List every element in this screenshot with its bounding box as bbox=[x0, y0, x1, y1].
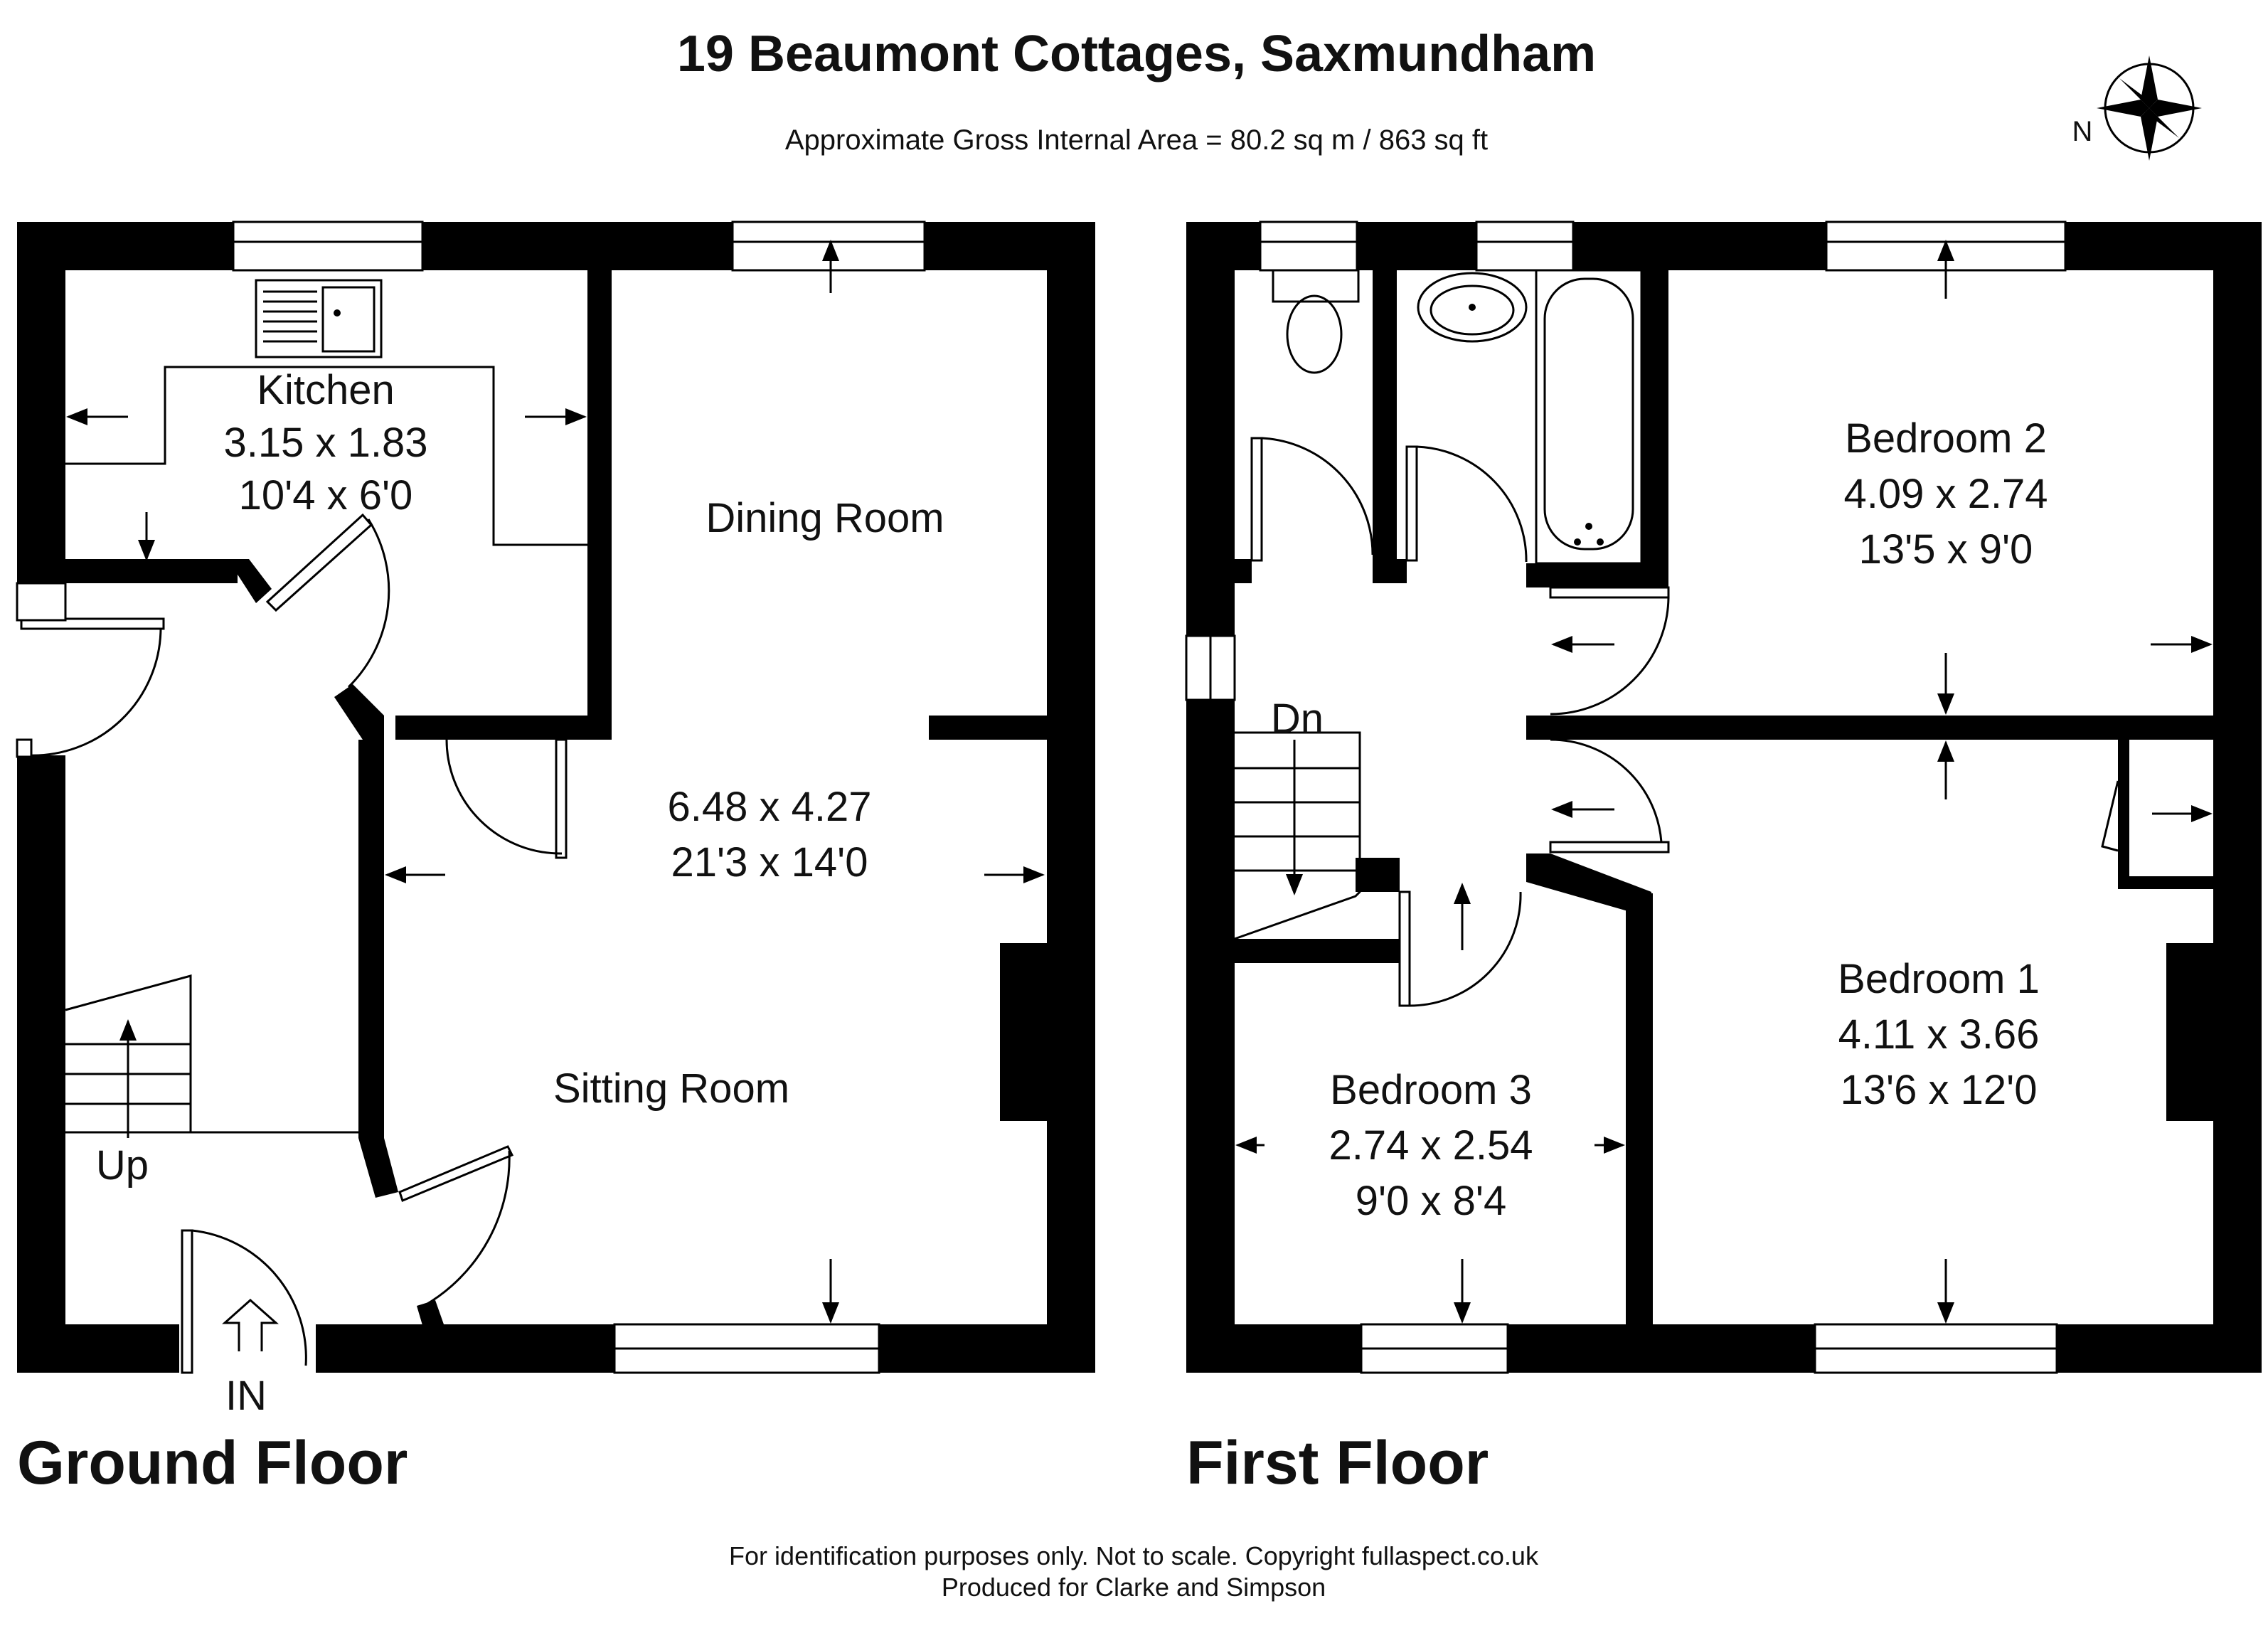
first-floor-plan bbox=[1185, 220, 2262, 1374]
bedroom1-imperial: 13'6 x 12'0 bbox=[1841, 1067, 2038, 1113]
kitchen-metric: 3.15 x 1.83 bbox=[224, 420, 428, 466]
footer-producer: Produced for Clarke and Simpson bbox=[942, 1573, 1326, 1602]
bedroom3-name: Bedroom 3 bbox=[1330, 1067, 1532, 1113]
bedroom2-imperial: 13'5 x 9'0 bbox=[1859, 526, 2033, 573]
bedroom1-metric: 4.11 x 3.66 bbox=[1838, 1011, 2040, 1058]
bedroom3-imperial: 9'0 x 8'4 bbox=[1356, 1178, 1506, 1224]
compass-rose-icon bbox=[2097, 55, 2202, 161]
ground-floor-plan bbox=[16, 220, 1095, 1374]
first-floor-title: First Floor bbox=[1186, 1429, 1489, 1497]
footer-disclaimer: For identification purposes only. Not to… bbox=[729, 1541, 1539, 1570]
sitting-room-name: Sitting Room bbox=[553, 1065, 789, 1112]
bedroom3-metric: 2.74 x 2.54 bbox=[1329, 1122, 1533, 1169]
bedroom1-name: Bedroom 1 bbox=[1838, 956, 2040, 1002]
bedroom2-metric: 4.09 x 2.74 bbox=[1844, 471, 2048, 517]
bedroom2-name: Bedroom 2 bbox=[1845, 415, 2047, 462]
plan-title: 19 Beaumont Cottages, Saxmundham bbox=[677, 26, 1596, 83]
living-imperial: 21'3 x 14'0 bbox=[671, 839, 868, 886]
ground-floor-title: Ground Floor bbox=[17, 1429, 408, 1497]
compass-north-label: N bbox=[2072, 116, 2093, 147]
kitchen-imperial: 10'4 x 6'0 bbox=[239, 472, 413, 518]
living-metric: 6.48 x 4.27 bbox=[668, 784, 872, 830]
stairs-down-label: Dn bbox=[1271, 696, 1324, 742]
dining-room-name: Dining Room bbox=[706, 495, 944, 541]
entrance-label: IN bbox=[225, 1373, 267, 1419]
gross-area: Approximate Gross Internal Area = 80.2 s… bbox=[785, 124, 1488, 156]
kitchen-name: Kitchen bbox=[257, 367, 394, 413]
stairs-up-label: Up bbox=[96, 1142, 149, 1188]
